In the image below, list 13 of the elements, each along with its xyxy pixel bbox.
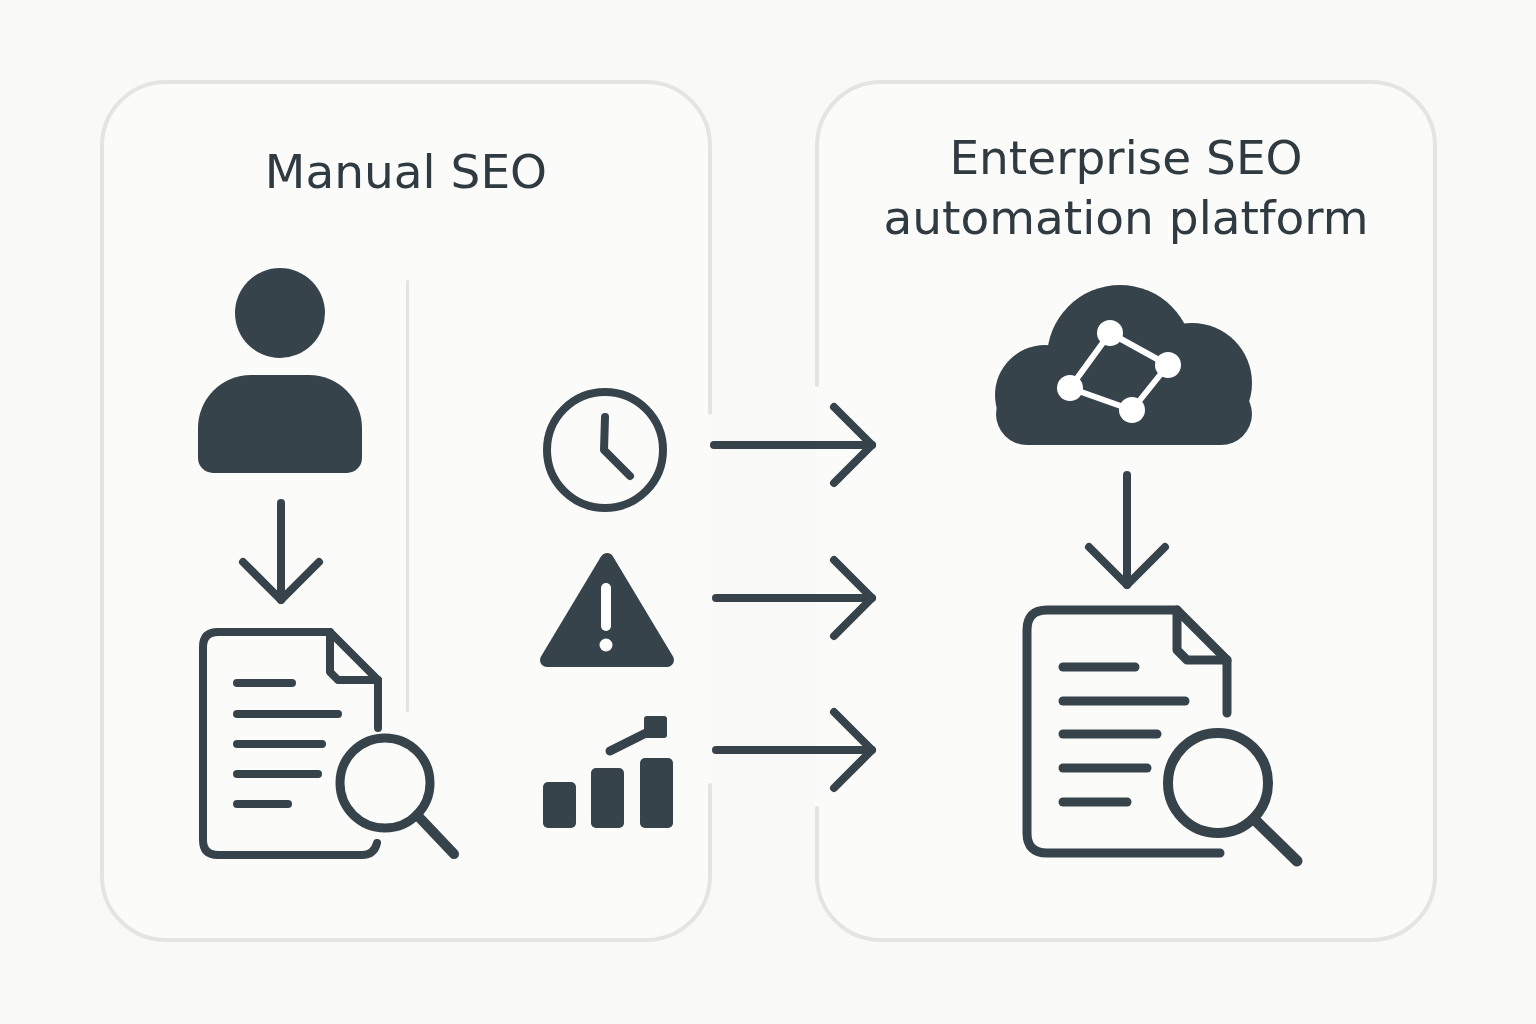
arrow xyxy=(1085,471,1169,589)
panel-title: Enterprise SEO automation platform xyxy=(882,129,1370,247)
arrow xyxy=(712,708,876,792)
cloud-network-icon xyxy=(995,283,1253,447)
panel xyxy=(815,80,1437,942)
warning-icon xyxy=(538,550,676,670)
panel-title: Manual SEO xyxy=(263,143,549,201)
arrow xyxy=(712,556,876,640)
arrow xyxy=(239,499,323,604)
arrow xyxy=(710,403,876,487)
panel xyxy=(100,80,712,942)
clock-icon xyxy=(540,385,670,515)
person-icon xyxy=(197,268,363,474)
